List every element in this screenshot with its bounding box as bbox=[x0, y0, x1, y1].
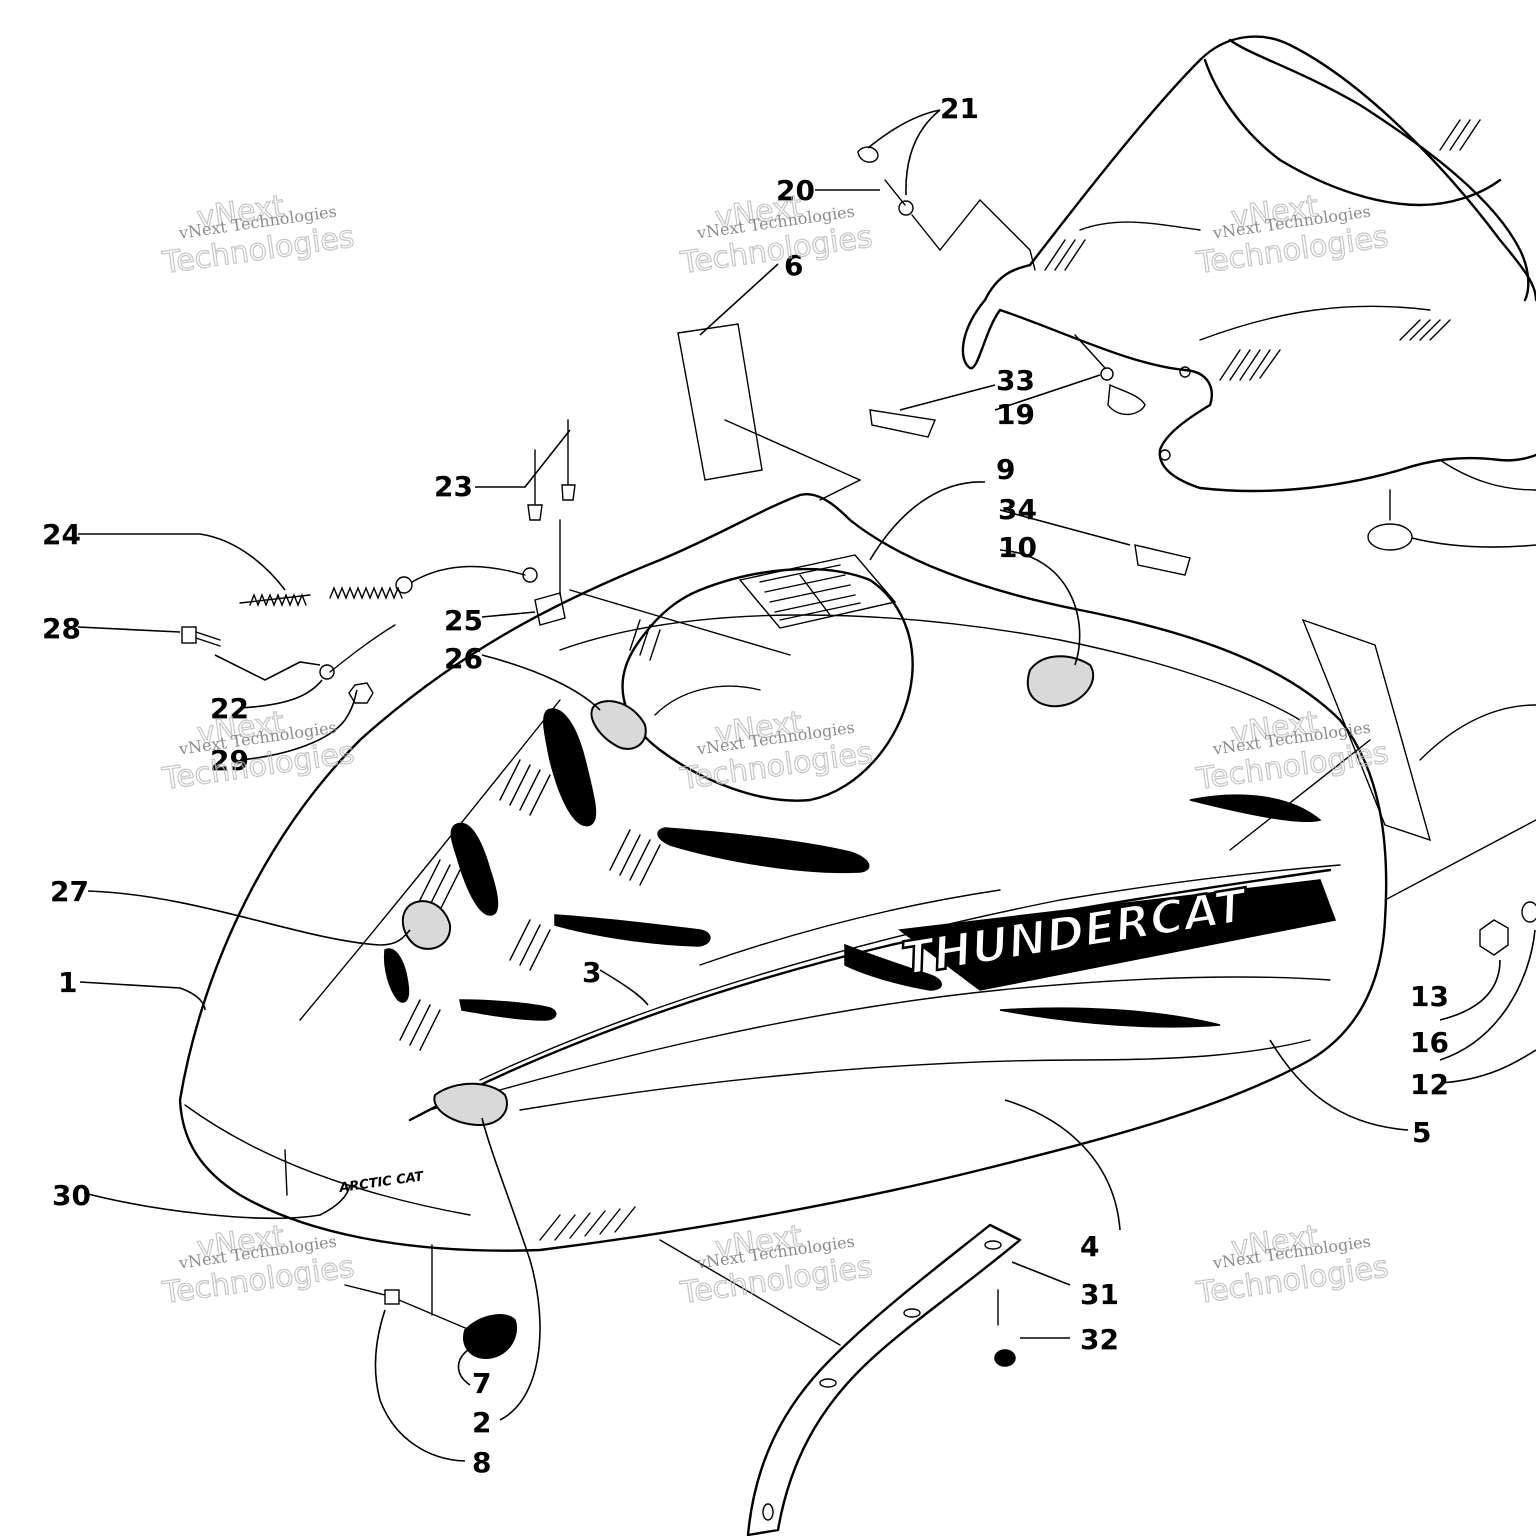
part-label-26: 26 bbox=[444, 642, 483, 675]
part-label-30: 30 bbox=[52, 1179, 91, 1212]
washer-16 bbox=[1521, 901, 1536, 923]
model-decal: THUNDERCAT bbox=[897, 876, 1337, 991]
watermark-8: vNext vNext Technologies Technologies bbox=[677, 1218, 875, 1311]
part-label-16: 16 bbox=[1410, 1026, 1449, 1059]
part-label-22: 22 bbox=[210, 692, 249, 725]
part-number-labels: 1 2 3 4 5 6 7 8 9 10 12 13 16 19 20 21 2… bbox=[42, 92, 1449, 1479]
decal-33 bbox=[869, 409, 936, 438]
reflector-7 bbox=[463, 1314, 517, 1359]
part-label-1: 1 bbox=[58, 966, 77, 999]
brand-decal-text: ARCTIC CAT bbox=[337, 1169, 425, 1196]
screw-32 bbox=[994, 1289, 1016, 1367]
foam-pad-2 bbox=[433, 1082, 508, 1127]
bracket-25 bbox=[534, 592, 566, 626]
part-label-31: 31 bbox=[1080, 1278, 1119, 1311]
side-decal-right bbox=[1301, 618, 1432, 842]
windshield bbox=[961, 35, 1536, 493]
part-label-34: 34 bbox=[998, 493, 1037, 526]
nut-29 bbox=[348, 682, 374, 704]
fastener-8 bbox=[344, 1284, 471, 1331]
part-label-24: 24 bbox=[42, 518, 81, 551]
foam-pad-27 bbox=[401, 900, 452, 950]
part-label-21: 21 bbox=[940, 92, 979, 125]
leader-lines bbox=[77, 109, 1536, 1462]
screw-20 bbox=[857, 146, 914, 216]
side-decal-left bbox=[677, 323, 763, 481]
part-label-32: 32 bbox=[1080, 1323, 1119, 1356]
foam-pad-10 bbox=[1026, 655, 1095, 708]
bolt-28 bbox=[181, 626, 221, 647]
part-label-23: 23 bbox=[434, 470, 473, 503]
part-label-13: 13 bbox=[1410, 980, 1449, 1013]
part-label-6: 6 bbox=[784, 249, 803, 282]
part-label-33: 33 bbox=[996, 364, 1035, 397]
part-label-29: 29 bbox=[210, 744, 249, 777]
bracket-31 bbox=[746, 1223, 1022, 1536]
part-label-25: 25 bbox=[444, 604, 483, 637]
watermark-2: vNext vNext Technologies Technologies bbox=[677, 188, 875, 281]
part-label-28: 28 bbox=[42, 612, 81, 645]
fastener-19 bbox=[1100, 367, 1114, 381]
part-label-12: 12 bbox=[1410, 1068, 1449, 1101]
washer-22 bbox=[319, 664, 335, 680]
part-label-10: 10 bbox=[998, 531, 1037, 564]
part-label-3: 3 bbox=[582, 956, 601, 989]
watermark-9: vNext vNext Technologies Technologies bbox=[1193, 1218, 1391, 1311]
watermark-5: vNext vNext Technologies Technologies bbox=[677, 704, 875, 797]
nut-13 bbox=[1479, 919, 1509, 956]
watermark-6: vNext vNext Technologies Technologies bbox=[1193, 704, 1391, 797]
part-label-20: 20 bbox=[776, 174, 815, 207]
hood-spring bbox=[239, 565, 526, 673]
watermark-1: vNext vNext Technologies Technologies bbox=[159, 188, 357, 281]
grommet bbox=[1367, 523, 1413, 551]
watermark-7: vNext vNext Technologies Technologies bbox=[159, 1218, 357, 1311]
part-label-5: 5 bbox=[1412, 1116, 1431, 1149]
part-label-8: 8 bbox=[472, 1446, 491, 1479]
watermark-4: vNext vNext Technologies Technologies bbox=[159, 704, 357, 797]
part-label-27: 27 bbox=[50, 875, 89, 908]
part-label-2: 2 bbox=[472, 1406, 491, 1439]
watermarks: vNext vNext Technologies Technologies vN… bbox=[159, 188, 1391, 1311]
part-label-9: 9 bbox=[996, 453, 1015, 486]
warning-label bbox=[738, 554, 897, 629]
hood: THUNDERCAT ARCTIC CAT bbox=[178, 493, 1388, 1252]
part-label-4: 4 bbox=[1080, 1230, 1099, 1263]
foam-pad-26 bbox=[590, 700, 647, 750]
part-label-19: 19 bbox=[996, 398, 1035, 431]
decal-34 bbox=[1134, 544, 1191, 576]
part-label-7: 7 bbox=[472, 1367, 491, 1400]
rivet-23 bbox=[527, 419, 576, 521]
